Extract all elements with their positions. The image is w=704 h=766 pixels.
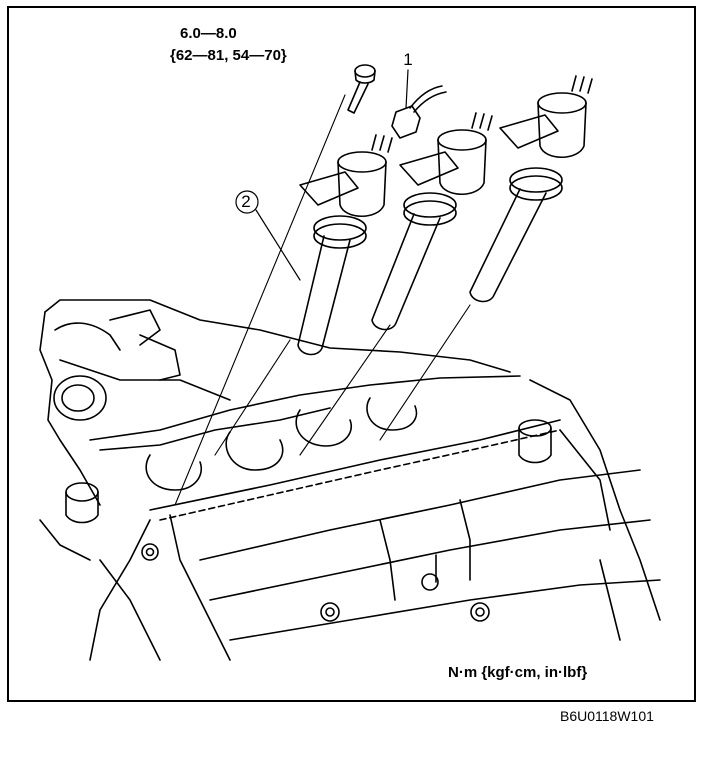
coil-bolt <box>347 64 376 114</box>
ignition-coil-1 <box>297 134 393 356</box>
diagram-frame <box>7 6 696 702</box>
callout-2-label: 2 <box>241 192 251 211</box>
ignition-coil-3 <box>469 75 593 303</box>
torque-value-alternate-units: {62—81, 54—70} <box>170 47 287 64</box>
coil-connector <box>391 85 447 139</box>
torque-value: 6.0—8.0 <box>180 25 237 42</box>
installation-guide-lines <box>174 94 471 506</box>
engine-cylinder-head <box>39 299 661 661</box>
torque-units-label: N·m {kgf·cm, in·lbf} <box>448 664 588 681</box>
figure-code: B6U0118W101 <box>560 708 654 724</box>
callout-leaders <box>235 69 409 281</box>
ignition-coil-2 <box>371 112 493 331</box>
callout-1-label: 1 <box>403 50 413 69</box>
